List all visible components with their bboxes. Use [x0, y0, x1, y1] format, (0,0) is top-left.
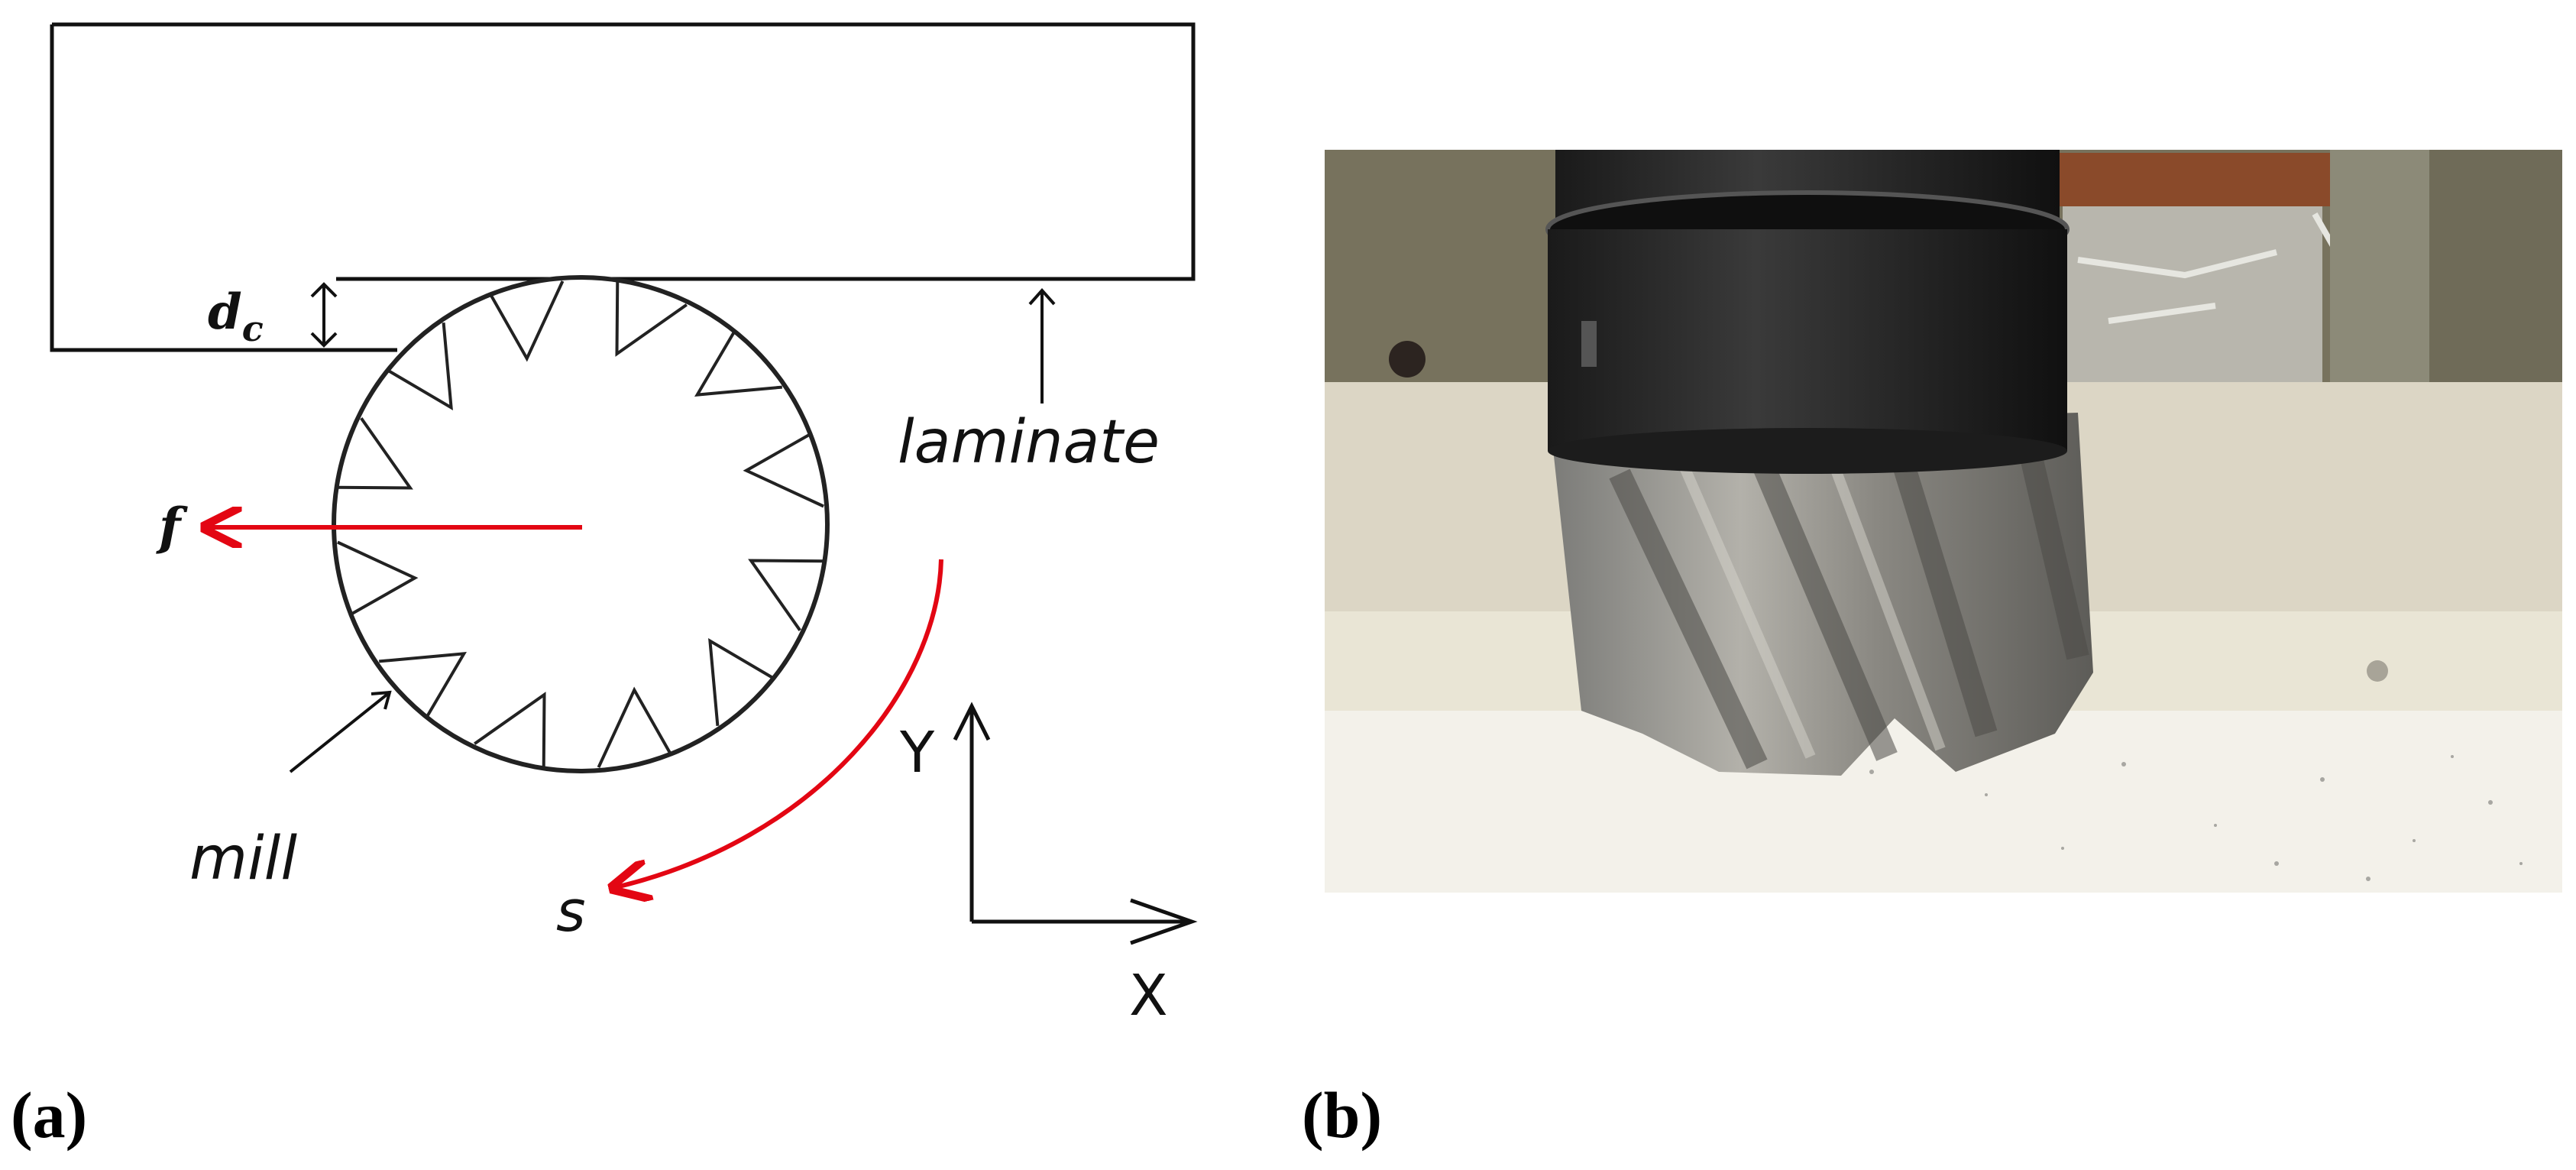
- mill-tooth: [489, 280, 565, 362]
- mill-tooth: [387, 322, 453, 410]
- coordinate-axes: [953, 702, 1198, 945]
- speed-label: s: [556, 879, 586, 945]
- mill-tooth: [694, 330, 782, 397]
- laminate-block: [50, 22, 1196, 352]
- mill-tooth: [743, 433, 824, 508]
- mill-label: mill: [189, 825, 297, 893]
- mill-tooth: [379, 652, 467, 718]
- schematic-diagram: dc laminate mill f s Y X: [50, 22, 1198, 1029]
- mill-tooth: [597, 686, 672, 768]
- panel-b-label: (b): [1302, 1078, 1382, 1152]
- mill-tooth: [336, 417, 413, 490]
- mill-tooth: [748, 559, 825, 631]
- laminate-pointer: [1028, 287, 1056, 404]
- mill-tooth: [708, 638, 775, 726]
- mill-tooth: [474, 692, 546, 769]
- depth-of-cut-arrow: [310, 282, 338, 348]
- laminate-label: laminate: [898, 408, 1160, 477]
- rotation-arrow: [613, 559, 943, 888]
- mill-pointer: [289, 690, 392, 773]
- photo-milling-cutter: [1325, 150, 2562, 893]
- panel-a-label: (a): [11, 1078, 87, 1152]
- mill-tooth: [337, 540, 419, 616]
- mill-cutter: [332, 275, 830, 773]
- feed-label: f: [156, 497, 188, 556]
- depth-of-cut-label: dc: [208, 284, 264, 349]
- y-axis-label: Y: [899, 720, 935, 786]
- mill-teeth: [336, 280, 825, 769]
- x-axis-label: X: [1129, 963, 1168, 1029]
- mill-tooth: [615, 280, 688, 357]
